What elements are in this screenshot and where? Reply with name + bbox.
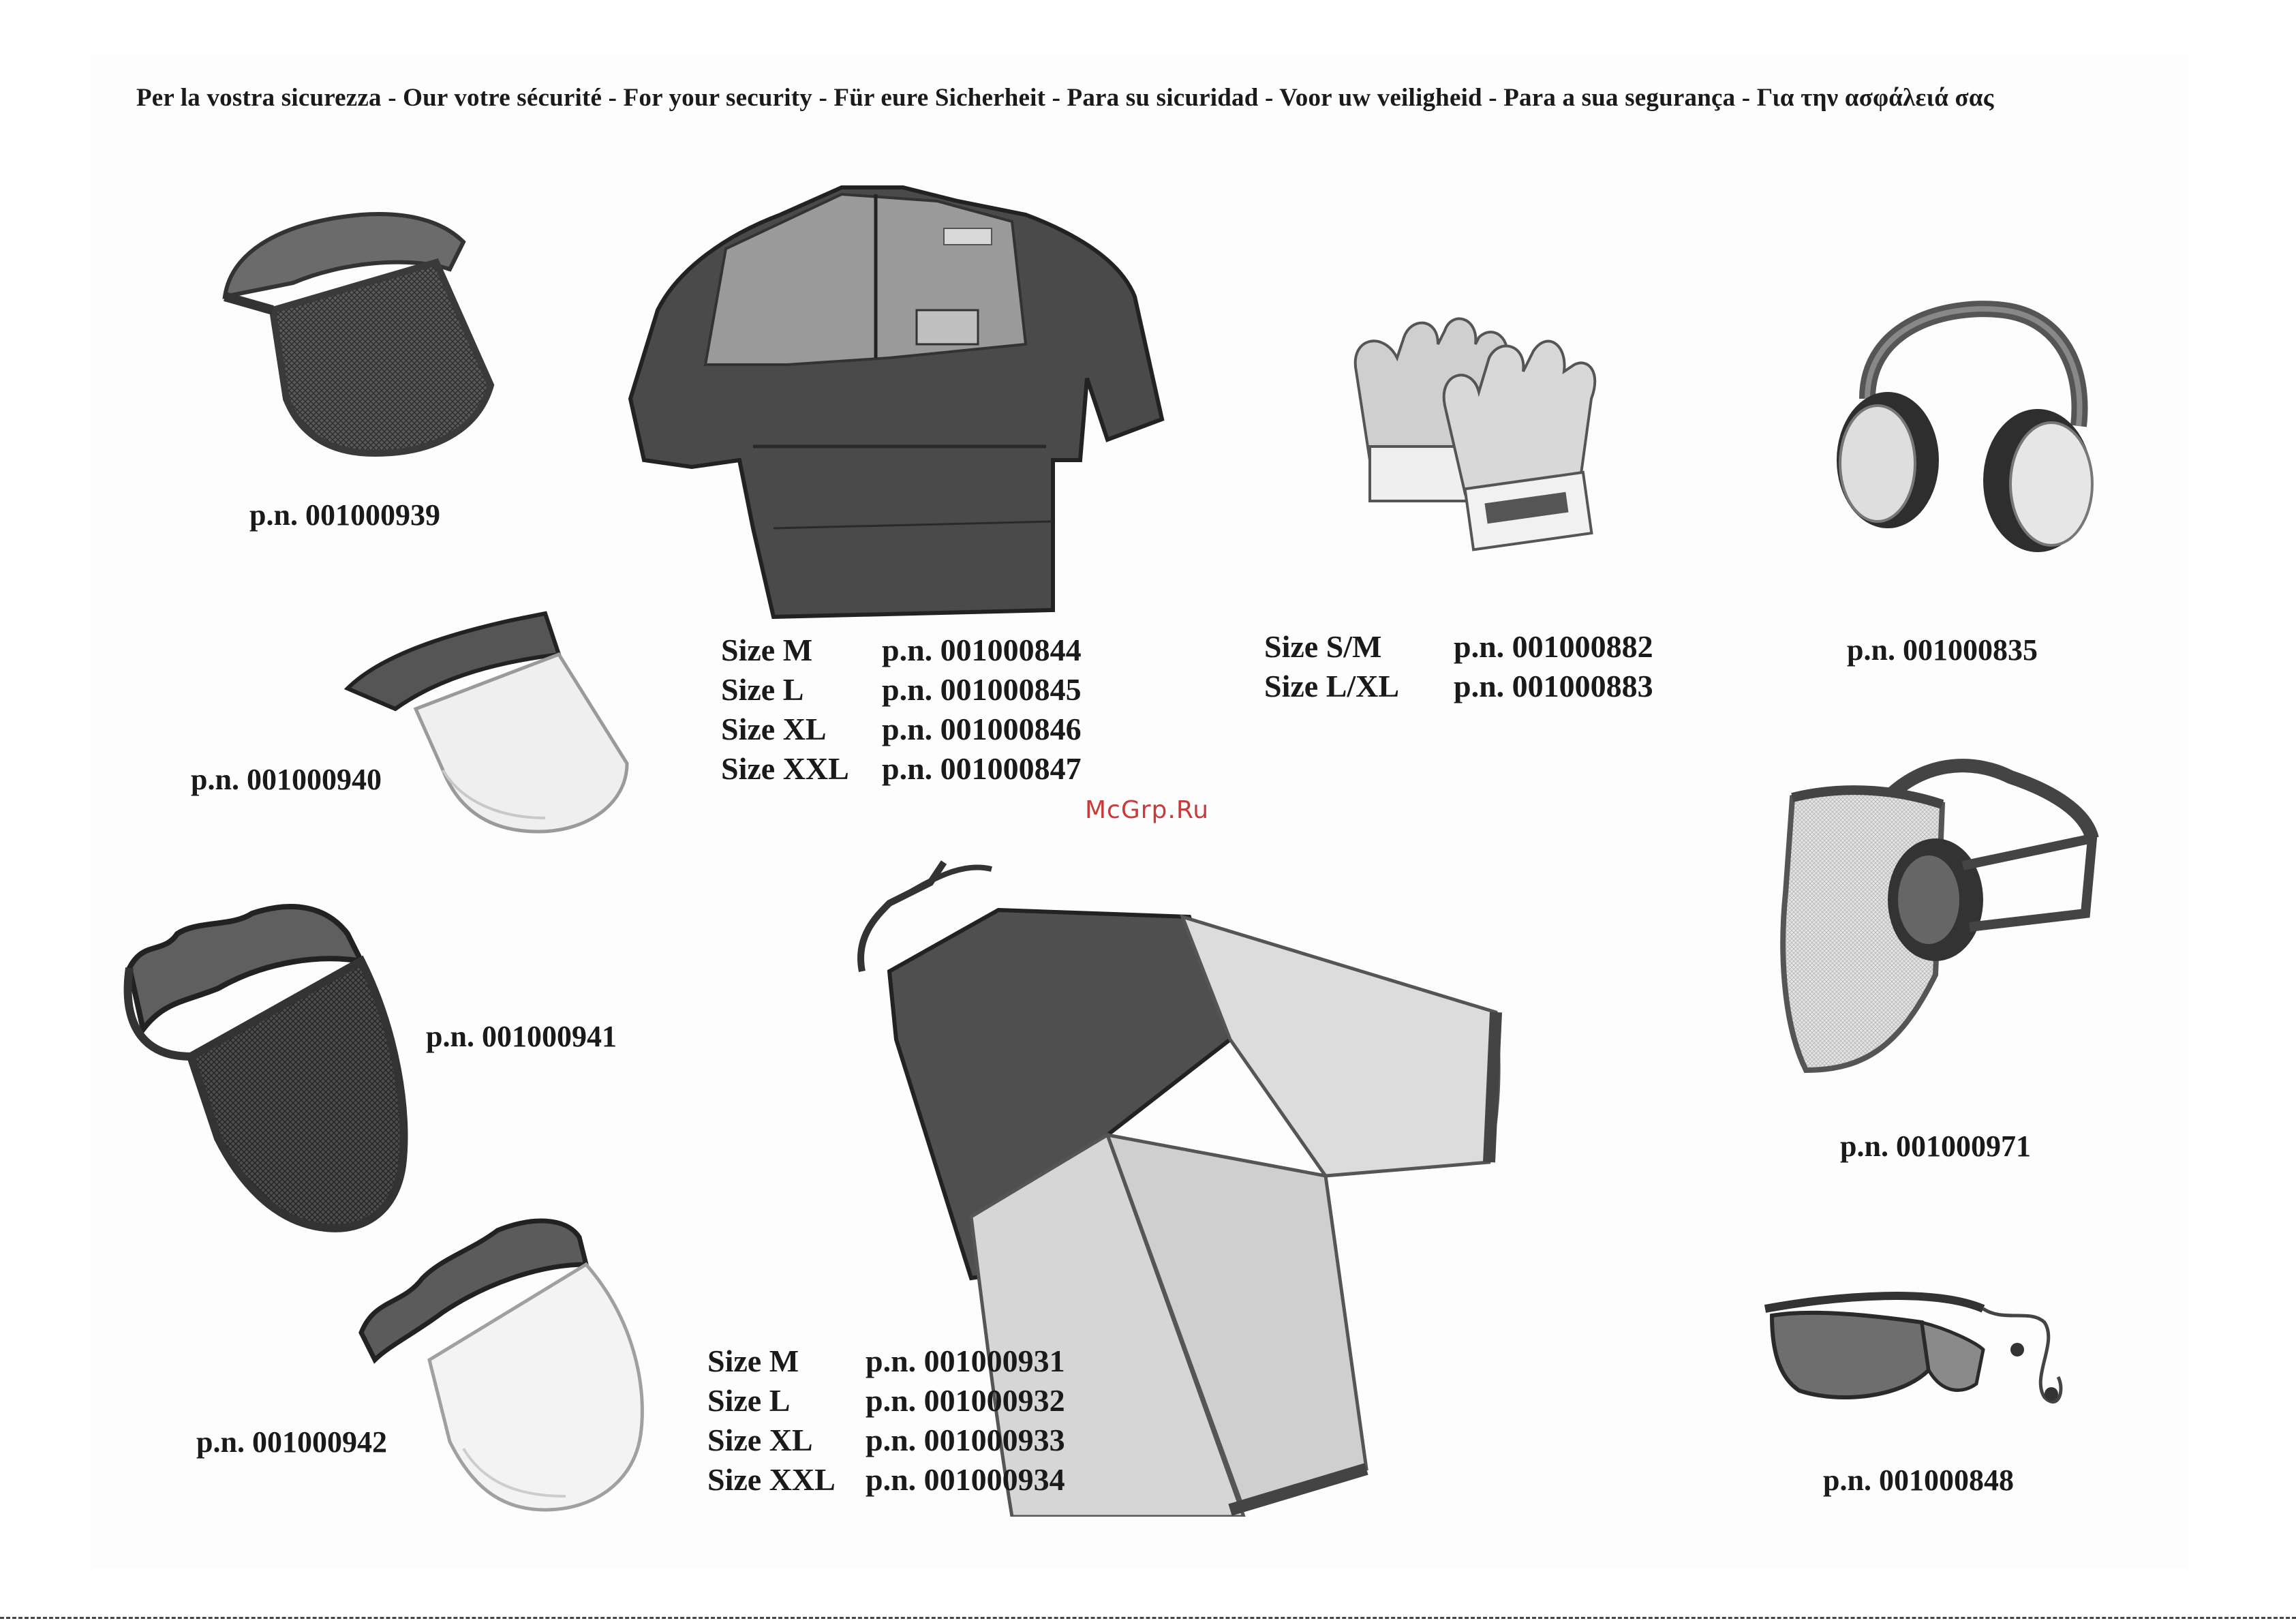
mesh-faceguard-part-number: p.n. 001000941 [426, 1020, 617, 1053]
size-label: Size L/XL [1264, 669, 1400, 703]
safety-glasses-part-number: p.n. 001000848 [1823, 1463, 2014, 1497]
work-gloves-icon [1329, 310, 1629, 556]
size-label: Size L [707, 1383, 791, 1418]
trousers-size-table: Size M p.n. 001000931 Size L p.n. 00100093… [707, 1341, 1065, 1500]
gloves-size-row: Size S/M p.n. 001000882 [1264, 627, 1653, 667]
trousers-size-row: Size XL p.n. 001000933 [707, 1421, 1065, 1460]
safety-glasses-icon [1758, 1281, 2072, 1431]
mesh-faceguard-icon [116, 893, 416, 1247]
part-number: p.n. 001000883 [1454, 669, 1653, 703]
clear-faceguard-part-number: p.n. 001000942 [196, 1425, 387, 1459]
jacket-size-row: Size XL p.n. 001000846 [721, 710, 1082, 749]
page-title: Per la vostra sicurezza - Our votre sécu… [136, 84, 1994, 112]
visor-earmuff-combo-part-number: p.n. 001000971 [1840, 1129, 2031, 1163]
jacket-size-row: Size L p.n. 001000845 [721, 670, 1082, 710]
trousers-size-row: Size XXL p.n. 001000934 [707, 1460, 1065, 1500]
jacket-size-table: Size M p.n. 001000844 Size L p.n. 00100084… [721, 631, 1082, 789]
watermark-link[interactable]: McGrp.Ru [1085, 796, 1210, 824]
clear-visor-icon [341, 600, 641, 845]
bottom-divider [0, 1617, 2296, 1619]
size-label: Size M [707, 1344, 799, 1378]
jacket-size-row: Size M p.n. 001000844 [721, 631, 1082, 670]
size-label: Size L [721, 672, 804, 707]
clear-visor-part-number: p.n. 001000940 [191, 763, 382, 796]
size-label: Size S/M [1264, 629, 1382, 664]
visor-earmuff-combo-icon [1765, 757, 2106, 1097]
trousers-size-row: Size M p.n. 001000931 [707, 1341, 1065, 1381]
part-number: p.n. 001000846 [882, 712, 1082, 746]
part-number: p.n. 001000845 [882, 672, 1082, 707]
jacket-size-row: Size XXL p.n. 001000847 [721, 749, 1082, 789]
size-label: Size XL [707, 1423, 813, 1457]
part-number: p.n. 001000882 [1454, 629, 1653, 664]
size-label: Size XL [721, 712, 827, 746]
gloves-size-row: Size L/XL p.n. 001000883 [1264, 667, 1653, 706]
part-number: p.n. 001000934 [866, 1462, 1065, 1497]
size-label: Size M [721, 633, 813, 667]
part-number: p.n. 001000844 [882, 633, 1082, 667]
clear-faceguard-icon [348, 1210, 661, 1523]
part-number: p.n. 001000847 [882, 751, 1082, 786]
size-label: Size XXL [707, 1462, 836, 1497]
part-number: p.n. 001000933 [866, 1423, 1065, 1457]
size-label: Size XXL [721, 751, 849, 786]
ear-muffs-part-number: p.n. 001000835 [1847, 633, 2038, 667]
part-number: p.n. 001000932 [866, 1383, 1065, 1418]
protective-jacket-icon [617, 174, 1176, 624]
trousers-size-row: Size L p.n. 001000932 [707, 1381, 1065, 1421]
ear-muffs-icon [1826, 297, 2099, 569]
part-number: p.n. 001000931 [866, 1344, 1065, 1378]
gloves-size-table: Size S/M p.n. 001000882 Size L/XL p.n. 001… [1264, 627, 1653, 706]
mesh-visor-icon [204, 208, 504, 467]
mesh-visor-part-number: p.n. 001000939 [249, 498, 440, 532]
protective-trousers-icon [794, 835, 1639, 1517]
